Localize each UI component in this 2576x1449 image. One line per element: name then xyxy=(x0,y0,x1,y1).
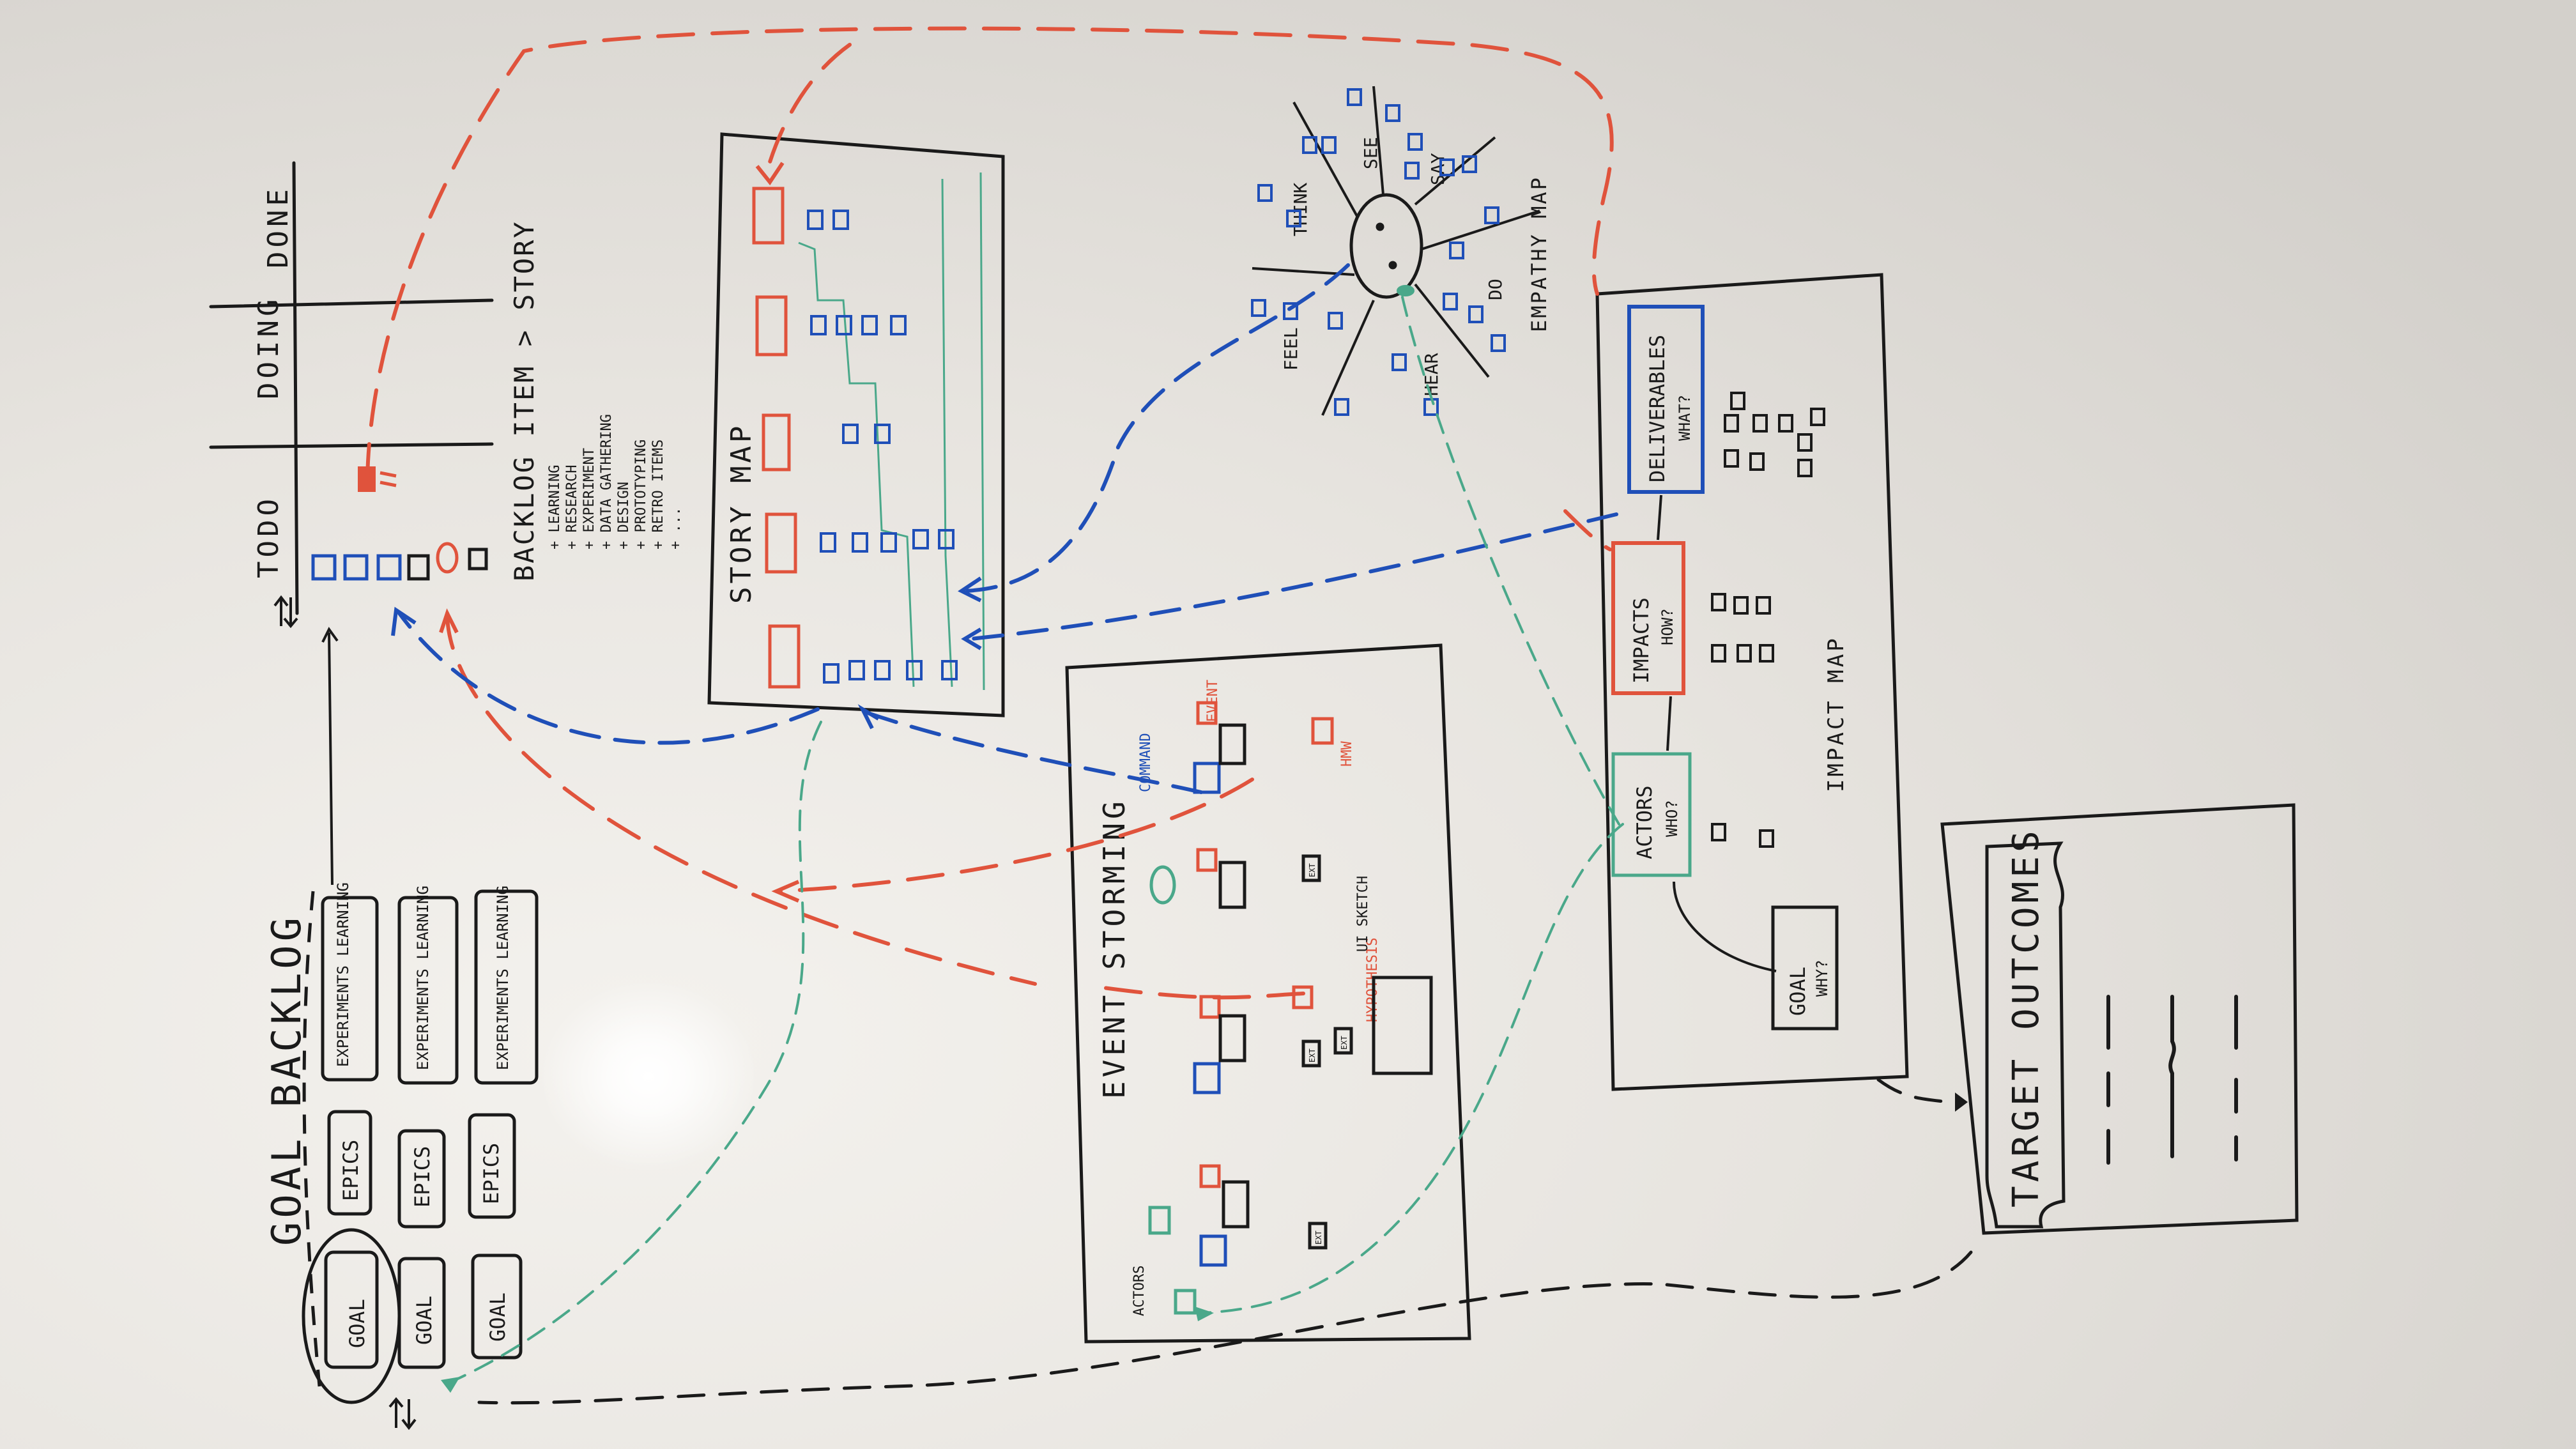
empathy-think-label: THINK xyxy=(1290,183,1311,236)
story-map-frame xyxy=(707,132,1005,717)
event-storming-frame xyxy=(1065,643,1471,1344)
target-outcomes-scroll xyxy=(1985,841,2066,1229)
green-dashed-arrows xyxy=(440,296,1624,1388)
impact-actors-label: ACTORS xyxy=(1632,785,1657,859)
empathy-feel-label: FEEL xyxy=(1280,328,1301,371)
backlog-item-list-entry: + DATA GATHERING xyxy=(599,414,615,549)
goal-card-label: GOAL xyxy=(486,1292,510,1342)
event-storming-commands xyxy=(1193,762,1227,1267)
goal-backlog-title: GOAL BACKLOG xyxy=(263,914,310,1246)
es-hmw-label: HMW xyxy=(1339,741,1355,767)
event-storming-events xyxy=(1196,701,1334,1188)
target-outcomes-frame xyxy=(1940,803,2299,1235)
green-arrowheads xyxy=(441,1307,1214,1393)
impact-deliverables-card xyxy=(1627,305,1705,494)
impact-map-title: IMPACT MAP xyxy=(1823,636,1849,792)
experiments-card-label: EXPERIMENTS LEARNING xyxy=(494,885,512,1070)
impact-map-links xyxy=(1657,494,1777,972)
backlog-item-list-entry: + DESIGN xyxy=(616,482,632,549)
blue-arrowheads xyxy=(391,576,982,730)
es-ext-label: EXT xyxy=(1308,863,1317,877)
impact-deliverables-label: DELIVERABLES xyxy=(1645,335,1669,482)
es-ext-label: EXT xyxy=(1314,1230,1323,1245)
impact-map-items xyxy=(1711,392,1825,848)
impact-impacts-label: IMPACTS xyxy=(1629,597,1653,684)
impact-goal-card xyxy=(1771,905,1839,1031)
backlog-item-list-entry: + PROTOTYPING xyxy=(633,440,649,549)
empathy-head-mark xyxy=(1397,285,1414,296)
epics-card-label: EPICS xyxy=(339,1140,363,1201)
empathy-do-label: DO xyxy=(1485,279,1506,300)
story-map-swimlanes xyxy=(798,172,985,691)
epics-card-label: EPICS xyxy=(479,1143,503,1204)
backlog-item-list-entry: + LEARNING xyxy=(547,465,563,549)
event-storming-aggregates xyxy=(1218,723,1433,1250)
epics-card-label: EPICS xyxy=(410,1146,434,1208)
event-storming-stickies-green xyxy=(1148,865,1197,1315)
goal-card-label: GOAL xyxy=(345,1299,369,1348)
backlog-item-list-entry: + ... xyxy=(668,507,684,549)
es-ext-label: EXT xyxy=(1308,1048,1317,1062)
backlog-item-list-entry: + RETRO ITEMS xyxy=(650,440,666,549)
story-map-activities xyxy=(752,187,801,689)
backlog-item-title: BACKLOG ITEM > STORY xyxy=(509,220,540,581)
kanban-doing-label: DOING xyxy=(252,296,285,399)
experiments-card-label: EXPERIMENTS LEARNING xyxy=(414,885,432,1070)
impact-goal-label: GOAL xyxy=(1786,967,1810,1016)
event-storming-title: EVENT STORMING xyxy=(1097,797,1131,1099)
empathy-map-rays xyxy=(1252,86,1540,416)
empathy-map-notes xyxy=(1251,88,1506,416)
impact-map-frame xyxy=(1595,273,1909,1091)
kanban-board xyxy=(209,161,494,615)
red-dashed-loop xyxy=(365,26,1614,1000)
goal-backlog-cards xyxy=(302,889,539,1404)
empathy-map-title: EMPATHY MAP xyxy=(1527,176,1551,332)
experiments-card-label: EXPERIMENTS LEARNING xyxy=(334,882,352,1067)
impact-actors-question: WHO? xyxy=(1663,800,1681,837)
impact-goal-question: WHY? xyxy=(1813,960,1831,997)
backlog-item-list: + LEARNING + RESEARCH + EXPERIMENT + DAT… xyxy=(547,414,684,549)
kanban-todo-cards xyxy=(311,542,488,581)
story-map-title: STORY MAP xyxy=(725,423,758,604)
story-map-stories xyxy=(807,210,958,684)
target-outcomes-title: TARGET OUTCOMES xyxy=(2005,827,2047,1208)
light-glare xyxy=(540,981,757,1172)
impact-deliverables-question: WHAT? xyxy=(1676,395,1694,441)
empathy-map-head xyxy=(1349,193,1423,299)
es-actors-label: ACTORS xyxy=(1131,1266,1147,1316)
goal-backlog-arrows xyxy=(321,627,417,1430)
blue-dashed-arrows xyxy=(397,263,1618,794)
impact-impacts-card xyxy=(1611,541,1685,695)
black-arrowheads xyxy=(1955,1092,1968,1112)
backlog-item-list-entry: + EXPERIMENT xyxy=(581,448,597,549)
target-outcomes-lines xyxy=(2106,995,2238,1165)
impact-impacts-question: HOW? xyxy=(1659,608,1676,645)
kanban-done-label: DONE xyxy=(262,185,295,268)
es-ui-label: UI SKETCH xyxy=(1355,876,1371,952)
backlog-item-list-entry: + RESEARCH xyxy=(564,465,580,549)
empathy-say-label: SAY xyxy=(1427,153,1448,185)
kanban-arrows xyxy=(273,595,298,629)
es-ext-label: EXT xyxy=(1340,1036,1349,1050)
goal-card-label: GOAL xyxy=(412,1296,436,1345)
empathy-see-label: SEE xyxy=(1360,137,1381,169)
black-dashed-return xyxy=(477,1078,1973,1405)
red-arrowheads xyxy=(439,162,800,903)
es-event-label: EVENT xyxy=(1205,680,1221,722)
kanban-todo-label: TODO xyxy=(252,495,285,578)
